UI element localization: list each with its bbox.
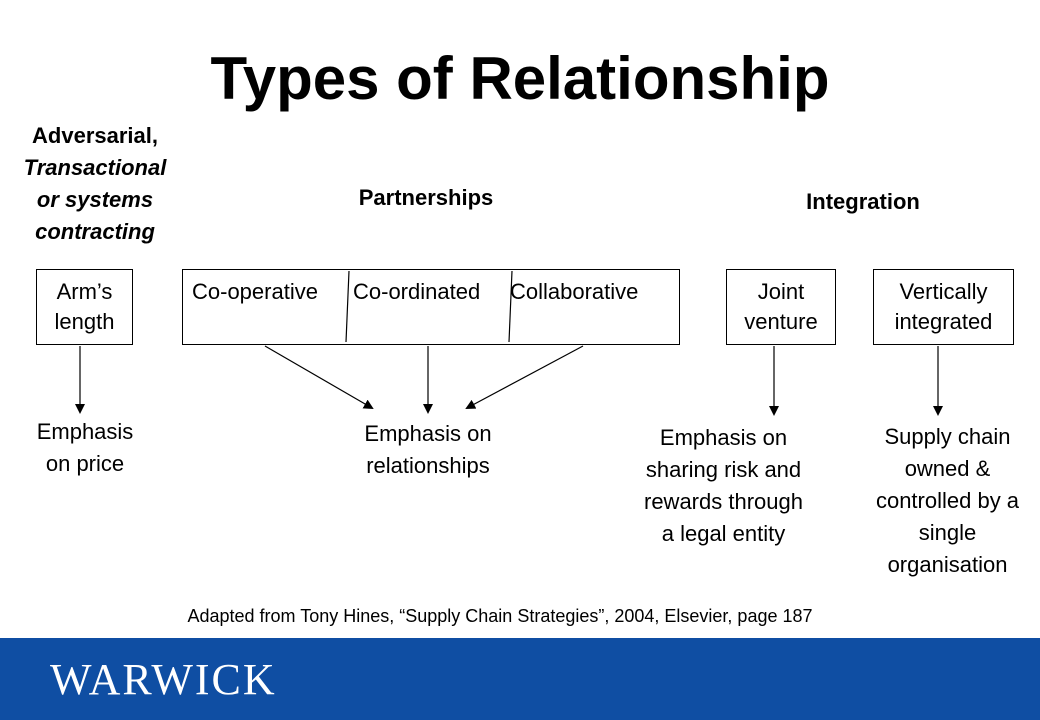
desc-relationships-line1: Emphasis on: [364, 421, 492, 446]
footer-bar: [0, 638, 1040, 720]
category-partnerships: Partnerships: [358, 185, 494, 210]
desc-relationships-line2: relationships: [366, 453, 490, 478]
desc-supply-chain-line1: Supply chain: [884, 424, 1011, 449]
desc-sharing-line1: Emphasis on: [659, 425, 788, 450]
box-vertically-integrated: Vertically integrated: [873, 269, 1014, 345]
box-joint-venture-line2: venture: [744, 309, 818, 334]
box-arms-length-line2: length: [54, 309, 115, 334]
desc-price-line2: on price: [45, 451, 125, 476]
arrow-collaborative: [465, 345, 584, 409]
box-arms-length-line1: Arm’s: [56, 279, 113, 304]
box-collaborative-label: Collaborative: [510, 279, 639, 304]
desc-supply-chain-line3: controlled by a: [875, 488, 1020, 513]
box-cooperative-label: Co-operative: [192, 279, 318, 304]
box-joint-venture: Joint venture: [726, 269, 836, 345]
warwick-logo: WARWICK: [50, 655, 277, 704]
slide-title: Types of Relationship: [210, 45, 830, 112]
desc-supply-chain-line5: organisation: [887, 552, 1008, 577]
box-joint-venture-line1: Joint: [757, 279, 805, 304]
category-adversarial-line1: Adversarial,: [32, 123, 158, 148]
arrow-cooperative: [264, 345, 374, 410]
category-adversarial: Adversarial, Transactional or systems co…: [0, 120, 190, 248]
category-integration: Integration: [806, 189, 920, 214]
desc-sharing: Emphasis on sharing risk and rewards thr…: [616, 422, 831, 550]
desc-supply-chain-line2: owned &: [904, 456, 991, 481]
box-vertically-integrated-line2: integrated: [894, 309, 993, 334]
box-vertically-integrated-line1: Vertically: [899, 279, 988, 304]
desc-sharing-line2: sharing risk and: [645, 457, 802, 482]
category-adversarial-line3: or systems: [36, 187, 154, 212]
box-arms-length: Arm’s length: [36, 269, 133, 345]
desc-sharing-line4: a legal entity: [661, 521, 786, 546]
desc-supply-chain: Supply chain owned & controlled by a sin…: [855, 421, 1040, 581]
category-adversarial-line2: Transactional: [23, 155, 167, 180]
divider-line: [508, 270, 513, 343]
divider-line: [345, 270, 350, 343]
desc-relationships: Emphasis on relationships: [318, 418, 538, 482]
desc-sharing-line3: rewards through: [644, 489, 803, 514]
box-partnerships: [182, 269, 680, 345]
desc-price-line1: Emphasis: [36, 419, 134, 444]
box-coordinated-label: Co-ordinated: [353, 279, 481, 304]
desc-supply-chain-line4: single: [918, 520, 977, 545]
category-adversarial-line4: contracting: [35, 219, 155, 244]
citation: Adapted from Tony Hines, “Supply Chain S…: [187, 606, 813, 626]
desc-price: Emphasis on price: [10, 416, 160, 480]
